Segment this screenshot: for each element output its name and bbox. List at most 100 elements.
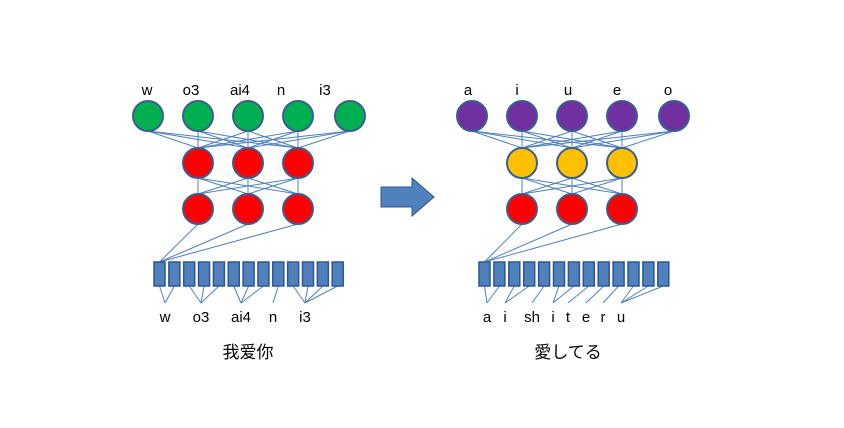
output-node — [232, 100, 264, 132]
connection-line — [197, 130, 299, 149]
group-connector-line — [304, 285, 338, 304]
input-unit — [537, 261, 551, 287]
group-connector-line — [240, 285, 264, 304]
input-group-label: n — [269, 309, 277, 326]
input-unit — [642, 261, 655, 287]
input-unit — [257, 261, 270, 287]
output-label: i3 — [319, 82, 331, 99]
output-node — [456, 100, 488, 132]
input-unit — [627, 261, 640, 287]
input-group-label: u — [617, 309, 625, 326]
connection-line — [571, 177, 623, 195]
connection-line — [521, 177, 573, 195]
group-connector-line — [620, 285, 634, 304]
input-unit — [597, 261, 610, 287]
connection-line — [159, 223, 199, 263]
input-unit — [286, 261, 300, 287]
output-node — [556, 100, 588, 132]
hidden-node-layer-1 — [556, 147, 588, 179]
output-label: u — [564, 82, 572, 99]
connection-line — [521, 130, 573, 149]
group-connector-line — [484, 285, 488, 304]
output-node — [282, 100, 314, 132]
output-node — [334, 100, 366, 132]
connection-line — [484, 223, 523, 263]
output-node — [506, 100, 538, 132]
hidden-node-layer-2 — [556, 193, 588, 225]
hidden-node-layer-2 — [506, 193, 538, 225]
output-label: w — [141, 82, 153, 99]
output-label: o3 — [183, 82, 200, 99]
group-connector-line — [240, 285, 250, 304]
connection-line — [297, 130, 351, 149]
output-label: n — [277, 82, 285, 99]
output-node — [606, 100, 638, 132]
group-connector-line — [620, 285, 649, 304]
group-connector-line — [567, 285, 590, 304]
output-node — [182, 100, 214, 132]
output-label: ai4 — [230, 82, 250, 99]
group-connector-line — [620, 285, 664, 304]
input-group-label: i3 — [299, 309, 311, 326]
hidden-node-layer-2 — [232, 193, 264, 225]
output-node — [658, 100, 690, 132]
group-connector-line — [292, 285, 306, 304]
connection-line — [147, 130, 199, 149]
input-group-label: i — [503, 309, 506, 326]
phrase-caption: 我爱你 — [223, 343, 274, 363]
hidden-node-layer-1 — [606, 147, 638, 179]
hidden-node-layer-2 — [182, 193, 214, 225]
output-label: i — [515, 82, 518, 99]
group-connector-line — [272, 285, 279, 304]
input-unit — [316, 261, 330, 287]
connection-line — [521, 130, 675, 149]
connections — [471, 130, 675, 304]
input-unit — [493, 261, 506, 287]
group-connector-line — [531, 285, 545, 304]
output-label: o — [664, 82, 672, 99]
input-unit — [567, 261, 581, 287]
hidden-node-layer-2 — [606, 193, 638, 225]
input-unit — [242, 261, 255, 287]
input-unit — [272, 261, 285, 287]
hidden-node-layer-1 — [282, 147, 314, 179]
input-unit — [197, 261, 211, 287]
output-node — [132, 100, 164, 132]
connection-line — [521, 177, 623, 195]
input-unit — [478, 261, 491, 287]
input-unit — [522, 261, 536, 287]
input-group-label: w — [159, 309, 171, 326]
hidden-node-layer-1 — [232, 147, 264, 179]
input-unit — [182, 261, 196, 287]
input-unit — [508, 261, 521, 287]
input-unit — [168, 261, 181, 287]
group-connector-line — [486, 285, 500, 304]
group-connector-line — [552, 285, 575, 304]
phrase-caption: 愛してる — [534, 343, 602, 363]
input-unit — [212, 261, 226, 287]
connection-line — [197, 177, 249, 195]
output-label: a — [464, 82, 473, 99]
group-connector-line — [304, 285, 324, 304]
group-connector-line — [164, 285, 175, 304]
group-connector-line — [504, 285, 530, 304]
connections — [147, 130, 351, 304]
group-connector-line — [200, 285, 205, 304]
group-connector-line — [233, 285, 242, 304]
group-connector-line — [552, 285, 560, 304]
connection-line — [484, 223, 623, 263]
input-unit — [301, 261, 315, 287]
input-group-label: i — [551, 309, 554, 326]
hidden-node-layer-2 — [282, 193, 314, 225]
group-connector-line — [188, 285, 202, 304]
input-unit — [657, 261, 670, 287]
input-unit — [612, 261, 625, 287]
group-connector-line — [159, 285, 166, 304]
input-group-label: sh — [524, 309, 540, 326]
right-arrow-icon — [380, 176, 435, 218]
connection-line — [571, 130, 675, 149]
connection-line — [521, 130, 623, 149]
group-connector-line — [504, 285, 515, 304]
